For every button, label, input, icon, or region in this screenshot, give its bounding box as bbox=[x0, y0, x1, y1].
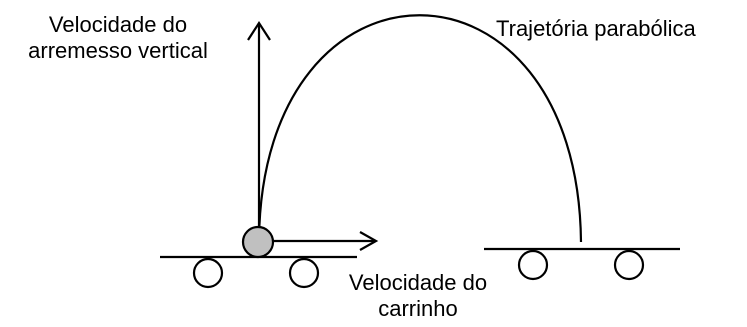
cart-velocity-label: Velocidade do carrinho bbox=[329, 270, 507, 322]
ball bbox=[241, 225, 275, 259]
vertical-velocity-label: Velocidade do arremesso vertical bbox=[2, 12, 234, 64]
left-cart-wheel-left bbox=[192, 257, 224, 289]
vertical-velocity-arrow-head bbox=[247, 20, 271, 41]
left-cart-wheel-right bbox=[288, 257, 320, 289]
cart-velocity-arrow-head bbox=[359, 231, 379, 251]
vertical-velocity-label-line2: arremesso vertical bbox=[28, 38, 208, 63]
right-cart bbox=[484, 247, 680, 281]
right-cart-wheel-left bbox=[517, 249, 549, 281]
right-cart-wheel-right bbox=[613, 249, 645, 281]
vertical-velocity-label-line1: Velocidade do bbox=[48, 12, 188, 37]
vertical-velocity-arrow bbox=[247, 20, 271, 228]
cart-velocity-label-line1: Velocidade do bbox=[348, 270, 488, 295]
left-cart bbox=[160, 255, 357, 289]
cart-velocity-label-line2: carrinho bbox=[378, 296, 458, 321]
cart-velocity-arrow bbox=[272, 231, 379, 251]
trajectory-label: Trajetória parabólica bbox=[496, 16, 696, 41]
parabolic-trajectory-curve bbox=[257, 14, 583, 243]
